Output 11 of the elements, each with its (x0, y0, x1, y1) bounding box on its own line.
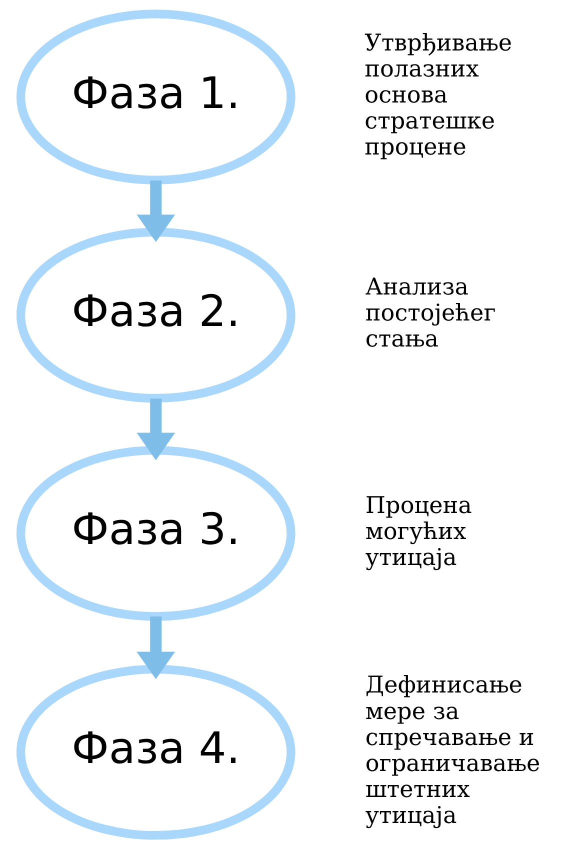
node-ellipse: Фаза 4. (16, 664, 296, 840)
node-label: Анализа постојећег стања (365, 274, 496, 353)
arrow (136, 180, 176, 242)
arrow (136, 616, 176, 680)
node-label: Утврђивање полазних основа стратешке процене (364, 30, 512, 161)
node-label: Дефинисање мере за спречавање и ограничавање штетних утицаја (365, 672, 540, 829)
node-ellipse: Фаза 2. (16, 228, 296, 403)
arrow (136, 398, 176, 460)
node-ellipse: Фаза 3. (16, 446, 296, 621)
node-ellipse: Фаза 1. (16, 10, 296, 184)
node-label: Процена могућих утицаја (365, 492, 472, 571)
